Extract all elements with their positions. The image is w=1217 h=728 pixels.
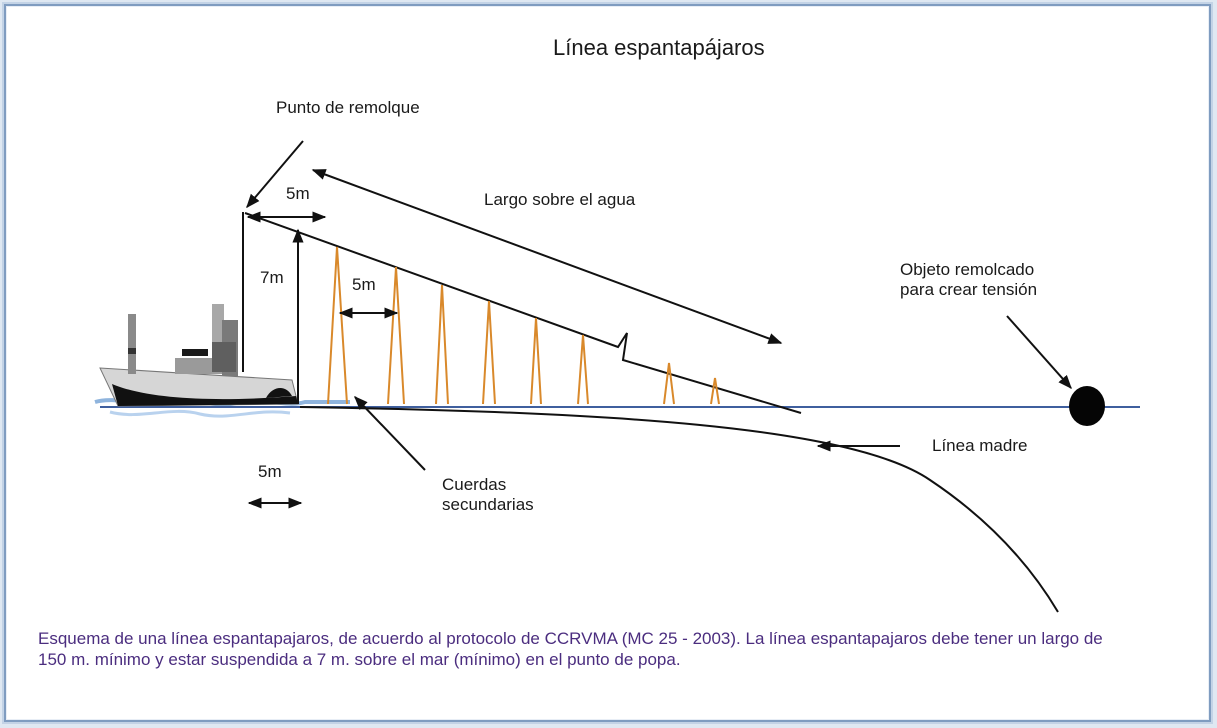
dist-bottom-label: 5m <box>258 462 282 481</box>
dist-top-label: 5m <box>286 184 310 203</box>
towed-object-label-2: para crear tensión <box>900 280 1038 299</box>
main-line-curve <box>299 406 1059 613</box>
dist-mid-label: 5m <box>352 275 376 294</box>
figure-caption: Esquema de una línea espantapajaros, de … <box>38 628 1188 670</box>
streamer <box>663 362 675 405</box>
branch-lines-label-1: Cuerdas <box>442 475 507 494</box>
streamer <box>577 334 589 405</box>
branch-lines-label-2: secundarias <box>442 495 534 514</box>
height-label: 7m <box>260 268 284 287</box>
water-waves-lower <box>109 409 291 418</box>
streamer <box>327 246 348 405</box>
diagram-title: Línea espantapájaros <box>553 35 765 60</box>
branch-lines-arrow <box>354 395 426 471</box>
towed-object-arrow <box>1006 315 1072 390</box>
length-over-water-label: Largo sobre el agua <box>484 190 636 209</box>
main-line-label: Línea madre <box>932 436 1028 455</box>
towed-object <box>1069 386 1105 426</box>
vessel <box>99 304 299 407</box>
tow-point-arrow <box>246 140 304 209</box>
tow-point-label: Punto de remolque <box>276 98 420 117</box>
streamers <box>327 246 720 405</box>
length-arrow <box>311 169 783 344</box>
towed-object-label-1: Objeto remolcado <box>900 260 1035 279</box>
streamer <box>482 300 496 405</box>
streamer <box>530 317 542 405</box>
caption-line-1: Esquema de una línea espantapajaros, de … <box>38 629 1103 648</box>
caption-line-2: 150 m. mínimo y estar suspendida a 7 m. … <box>38 650 681 669</box>
streamer <box>435 284 449 405</box>
streamer <box>387 266 405 405</box>
streamer <box>710 377 720 405</box>
